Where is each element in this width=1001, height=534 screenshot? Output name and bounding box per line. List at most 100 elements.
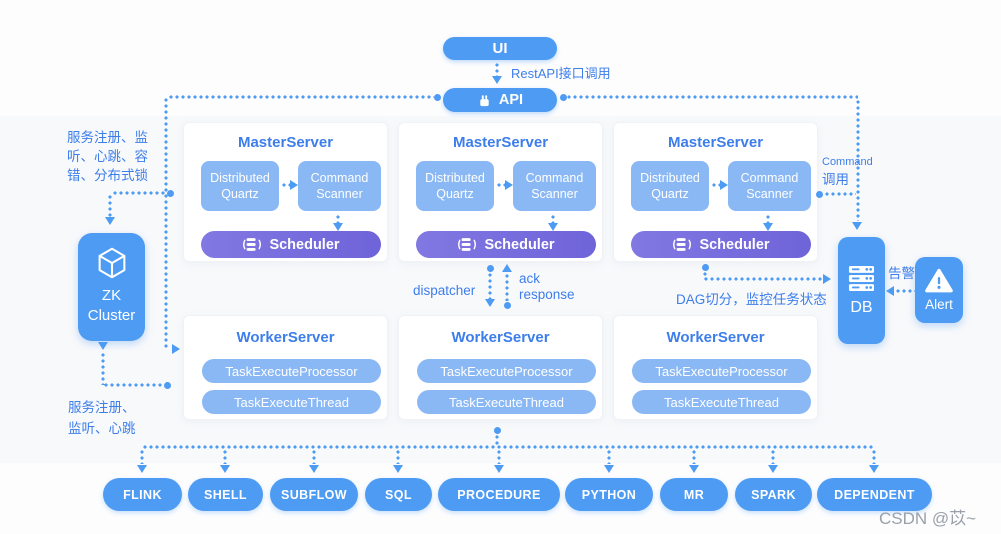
connector-scanner-scheduler bbox=[336, 214, 340, 223]
connector-quartz-scanner bbox=[711, 183, 722, 187]
connector-dot bbox=[503, 301, 511, 309]
arrowhead-scanner-scheduler bbox=[763, 223, 773, 231]
task-execute-thread-bar: TaskExecuteThread bbox=[632, 390, 811, 414]
alert-node: Alert bbox=[915, 257, 963, 323]
arrowhead-task-mr bbox=[689, 465, 699, 473]
master-server-title: MasterServer bbox=[237, 134, 334, 151]
arrowhead-master-zk bbox=[105, 217, 115, 225]
connector-api-right bbox=[566, 95, 858, 99]
connector-dispatcher bbox=[488, 272, 492, 300]
restapi-label: RestAPI接口调用 bbox=[511, 66, 611, 81]
worker-server-card-3: WorkerServer TaskExecuteProcessor TaskEx… bbox=[613, 315, 818, 420]
task-execute-processor-bar: TaskExecuteProcessor bbox=[417, 359, 596, 383]
connector-fan-stub bbox=[692, 449, 696, 464]
alert-label: Alert bbox=[925, 297, 953, 312]
arrowhead-dispatcher bbox=[485, 299, 495, 307]
zk-cluster-label: ZK Cluster bbox=[87, 287, 136, 324]
task-type-mr: MR bbox=[660, 478, 728, 511]
arrowhead-scanner-scheduler bbox=[548, 223, 558, 231]
arrowhead-task-procedure bbox=[494, 465, 504, 473]
dag-annotation: DAG切分，监控任务状态 bbox=[676, 292, 827, 307]
connector-ack bbox=[505, 273, 509, 301]
connector-fan-stub bbox=[607, 449, 611, 464]
task-list-icon bbox=[673, 238, 692, 251]
connector-fan-stub bbox=[497, 449, 501, 464]
connector-scanner-scheduler bbox=[551, 214, 555, 223]
connector-fan-stub bbox=[223, 449, 227, 464]
scheduler-label: Scheduler bbox=[699, 236, 770, 253]
scheduler-bar: Scheduler bbox=[201, 231, 381, 258]
worker-server-card-1: WorkerServer TaskExecuteProcessor TaskEx… bbox=[183, 315, 388, 420]
connector-quartz-scanner bbox=[281, 183, 292, 187]
connector-dot bbox=[815, 190, 823, 198]
task-type-procedure: PROCEDURE bbox=[438, 478, 560, 511]
arrowhead-quartz-scanner bbox=[720, 180, 728, 190]
task-execute-thread-bar: TaskExecuteThread bbox=[417, 390, 596, 414]
task-type-dependent: DEPENDENT bbox=[817, 478, 932, 511]
arrowhead-quartz-scanner bbox=[505, 180, 513, 190]
connector-api-db bbox=[856, 99, 860, 221]
task-type-shell: SHELL bbox=[188, 478, 263, 511]
connector-dot bbox=[559, 93, 567, 101]
scheduler-label: Scheduler bbox=[484, 236, 555, 253]
connector-worker-fan-v bbox=[495, 434, 499, 447]
connector-api-left-down bbox=[164, 97, 168, 349]
connector-dot bbox=[167, 189, 174, 197]
db-node: DB bbox=[838, 237, 885, 344]
distributed-quartz-box: Distributed Quartz bbox=[201, 161, 279, 211]
worker-server-title: WorkerServer bbox=[451, 329, 550, 346]
arrowhead-task-python bbox=[604, 465, 614, 473]
arrowhead-alert-db bbox=[886, 286, 894, 296]
connector-zk-worker-h bbox=[103, 383, 165, 387]
master-server-title: MasterServer bbox=[452, 134, 549, 151]
connector-fan-stub bbox=[312, 449, 316, 464]
arrowhead-ui-api bbox=[492, 76, 502, 84]
task-execute-processor-bar: TaskExecuteProcessor bbox=[202, 359, 381, 383]
connector-api-left bbox=[168, 95, 434, 99]
master-server-card-2: MasterServer Distributed Quartz Command … bbox=[398, 122, 603, 262]
zk-bottom-annotation: 服务注册、 监听、心跳 bbox=[68, 400, 136, 436]
distributed-quartz-box: Distributed Quartz bbox=[416, 161, 494, 211]
task-list-icon bbox=[458, 238, 477, 251]
alarm-label: 告警 bbox=[888, 266, 915, 281]
connector-dot bbox=[701, 263, 709, 271]
master-server-card-3: MasterServer Distributed Quartz Command … bbox=[613, 122, 818, 262]
dispatcher-label: dispatcher bbox=[413, 283, 476, 298]
arrowhead-task-subflow bbox=[309, 465, 319, 473]
task-type-python: PYTHON bbox=[565, 478, 653, 511]
connector-zk-worker-v bbox=[101, 352, 105, 385]
connector-dot bbox=[493, 426, 501, 434]
arrowhead-ack bbox=[502, 264, 512, 272]
arrowhead-scanner-scheduler bbox=[333, 223, 343, 231]
connector-dot bbox=[164, 381, 171, 389]
api-node-label: API bbox=[498, 92, 524, 108]
csdn-watermark: CSDN @苡~ bbox=[879, 509, 977, 528]
arrowhead-task-dependent bbox=[869, 465, 879, 473]
connector-fan-stub bbox=[396, 449, 400, 464]
connector-master-db bbox=[824, 192, 856, 196]
command-scanner-box: Command Scanner bbox=[728, 161, 811, 211]
arrowhead-task-flink bbox=[137, 465, 147, 473]
arrowhead-dag-db bbox=[823, 274, 831, 284]
task-execute-thread-bar: TaskExecuteThread bbox=[202, 390, 381, 414]
command-label-zh: 调用 bbox=[822, 172, 849, 187]
connector-fan-stub bbox=[872, 449, 876, 464]
command-scanner-box: Command Scanner bbox=[298, 161, 381, 211]
task-type-subflow: SUBFLOW bbox=[270, 478, 358, 511]
task-type-spark: SPARK bbox=[735, 478, 812, 511]
plug-icon bbox=[480, 94, 489, 106]
cube-icon bbox=[98, 247, 125, 279]
scheduler-bar: Scheduler bbox=[416, 231, 596, 258]
arrowhead-task-spark bbox=[768, 465, 778, 473]
master-server-card-1: MasterServer Distributed Quartz Command … bbox=[183, 122, 388, 262]
task-type-flink: FLINK bbox=[103, 478, 182, 511]
server-stack-icon bbox=[848, 265, 875, 291]
scheduler-label: Scheduler bbox=[269, 236, 340, 253]
warning-triangle-icon bbox=[925, 268, 953, 293]
connector-alert-db bbox=[895, 289, 915, 293]
connector-ui-api bbox=[495, 62, 499, 77]
connector-dag-v bbox=[703, 271, 707, 279]
arrowhead-api-worker bbox=[172, 344, 180, 354]
ack-response-label: ack response bbox=[519, 271, 575, 302]
